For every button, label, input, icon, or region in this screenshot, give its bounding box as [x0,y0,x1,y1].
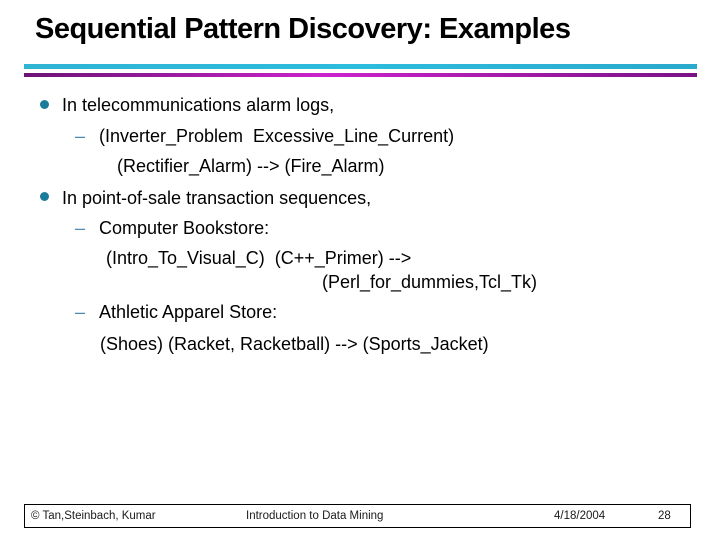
sub-item-bookstore-sequence-line1: (Intro_To_Visual_C) (C++_Primer) --> [106,248,412,268]
bullet-icon [40,192,49,201]
footer-copyright: © Tan,Steinbach, Kumar [31,510,156,522]
sub-bullet-dash-icon: – [75,218,86,238]
footer-page-number: 28 [658,510,671,522]
sub-item-athletic-store: Athletic Apparel Store: [99,302,278,322]
sub-bullet-dash-icon: – [75,126,86,146]
slide-title: Sequential Pattern Discovery: Examples [35,13,571,45]
bullet-item-pos: In point-of-sale transaction sequences, [62,188,372,208]
title-divider-magenta [24,73,697,77]
sub-bullet-dash-icon: – [75,302,86,322]
footer-bar: © Tan,Steinbach, Kumar Introduction to D… [24,504,691,528]
sub-item-inverter-sequence: (Inverter_Problem Excessive_Line_Current… [99,126,455,146]
bullet-item-telecom: In telecommunications alarm logs, [62,95,335,115]
sub-item-computer-bookstore: Computer Bookstore: [99,218,270,238]
footer-date: 4/18/2004 [554,510,606,522]
sub-item-rectifier-rule: (Rectifier_Alarm) --> (Fire_Alarm) [117,156,385,176]
title-divider-cyan [24,64,697,69]
bullet-icon [40,100,49,109]
sub-item-bookstore-sequence-line2: (Perl_for_dummies,Tcl_Tk) [322,272,538,292]
sub-item-athletic-sequence: (Shoes) (Racket, Racketball) --> (Sports… [100,334,489,354]
footer-course-title: Introduction to Data Mining [246,510,384,522]
